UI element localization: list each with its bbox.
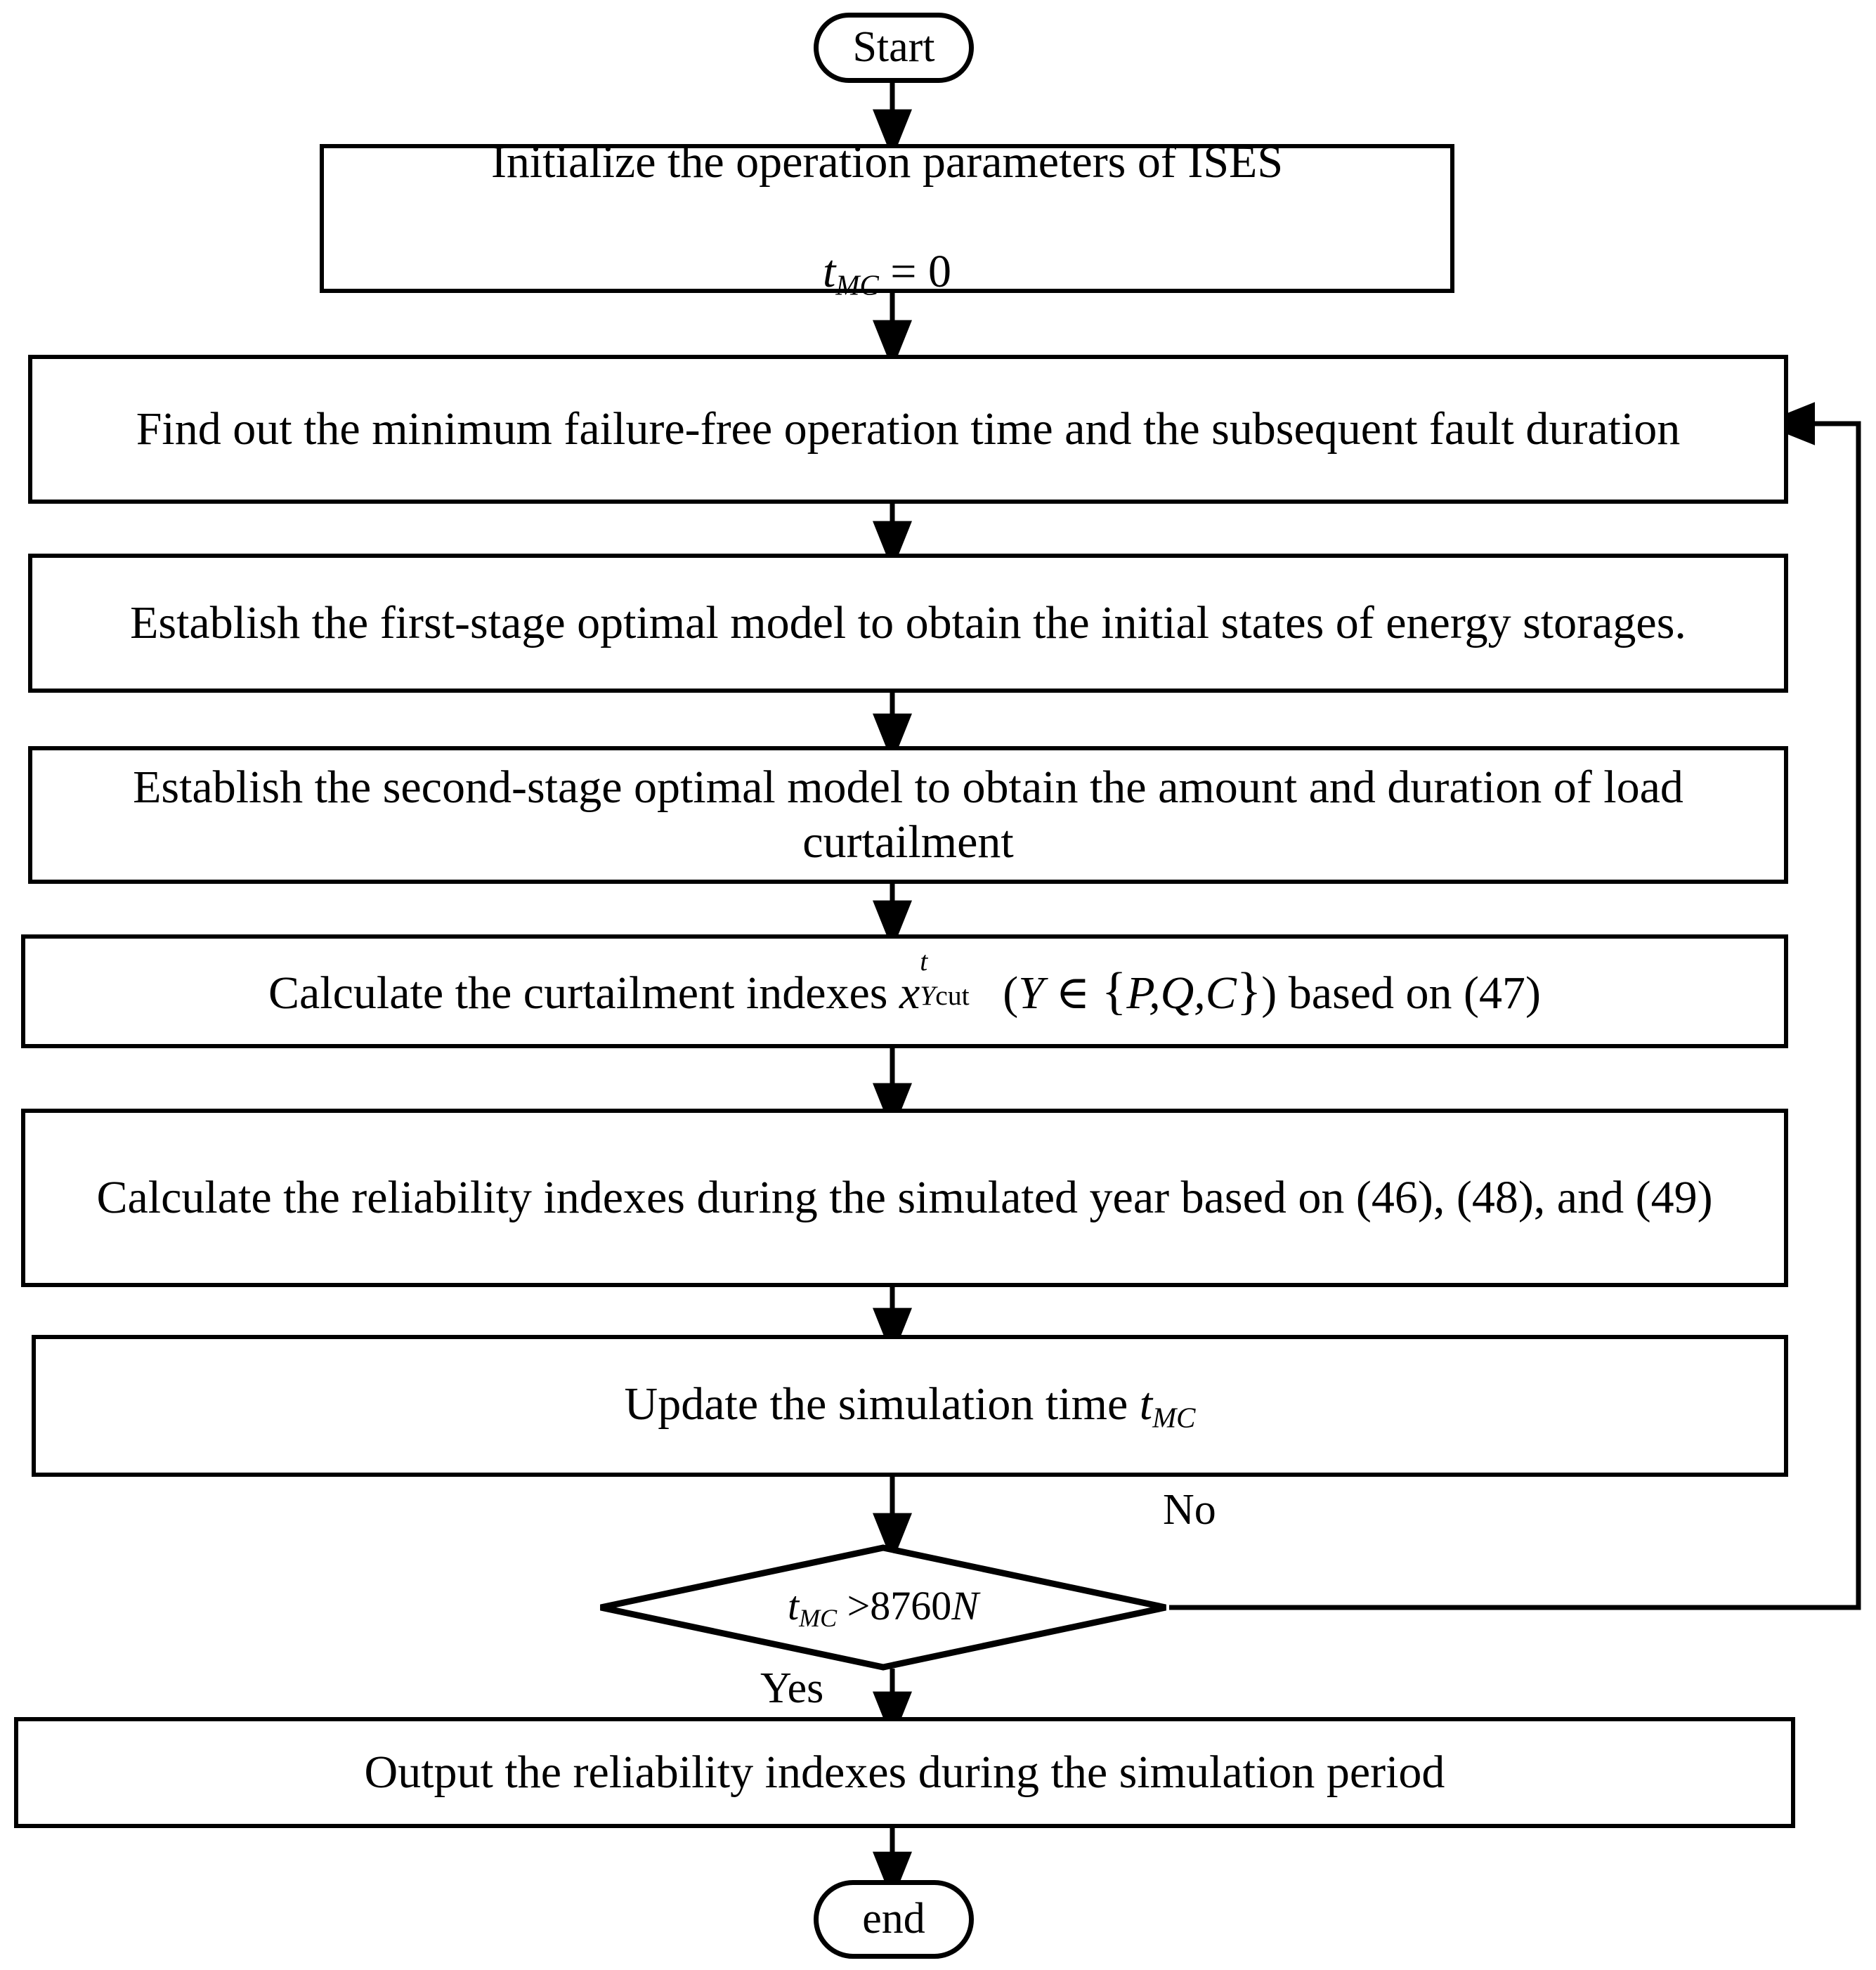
calculate-reliability-indexes-label: Calculate the reliability indexes during…	[96, 1172, 1713, 1224]
edge-label-yes: Yes	[760, 1664, 824, 1712]
update-prefix: Update the simulation time	[624, 1378, 1140, 1430]
decision-simulation-complete[interactable]: tMC >8760N	[597, 1544, 1169, 1671]
decision-expression: tMC >8760N	[788, 1582, 979, 1633]
curtailment-set-var: Y	[1018, 967, 1044, 1019]
start-label: Start	[852, 23, 935, 72]
establish-second-stage-model-label: Establish the second-stage optimal model…	[133, 762, 1683, 868]
curtailment-brace-close: }	[1236, 962, 1262, 1020]
initialize-line2: tMC = 0	[812, 190, 963, 303]
curtailment-var: x	[899, 967, 920, 1019]
calculate-reliability-indexes-box[interactable]: Calculate the reliability indexes during…	[21, 1109, 1788, 1287]
curtailment-subscript: Ycut	[920, 979, 969, 1012]
curtailment-paren-open: (	[1003, 967, 1019, 1019]
curtailment-member-symbol: ∈	[1043, 967, 1102, 1019]
curtailment-brace-open: {	[1101, 962, 1127, 1020]
curtailment-sub-upright: cut	[935, 979, 970, 1011]
output-reliability-indexes-box[interactable]: Output the reliability indexes during th…	[14, 1717, 1795, 1828]
end-label: end	[862, 1895, 925, 1943]
update-simulation-time-box[interactable]: Update the simulation time tMC	[32, 1335, 1788, 1477]
decision-sub: MC	[799, 1604, 838, 1633]
update-var: t	[1139, 1378, 1153, 1430]
decision-operator: >	[837, 1582, 871, 1629]
initialize-rest: = 0	[878, 245, 951, 297]
initialize-line1: Initialize the operation parameters of I…	[490, 136, 1284, 188]
end-terminator[interactable]: end	[814, 1880, 974, 1959]
curtailment-suffix: based on (47)	[1277, 967, 1542, 1019]
curtailment-superscript: t	[920, 945, 928, 977]
initialize-var: t	[823, 245, 836, 297]
update-sub: MC	[1152, 1402, 1196, 1434]
edge-label-no: No	[1163, 1486, 1216, 1534]
decision-condition-label: tMC >8760N	[597, 1544, 1169, 1671]
establish-first-stage-model-box[interactable]: Establish the first-stage optimal model …	[28, 554, 1788, 693]
decision-var2: N	[951, 1582, 979, 1629]
curtailment-prefix: Calculate the curtailment indexes	[268, 967, 899, 1019]
decision-diamond-shape	[600, 1544, 1166, 1671]
initialize-parameters-box[interactable]: Initialize the operation parameters of I…	[320, 136, 1454, 301]
decision-value: 8760	[870, 1582, 952, 1629]
establish-second-stage-model-box[interactable]: Establish the second-stage optimal model…	[28, 746, 1788, 884]
curtailment-paren-close: )	[1261, 967, 1277, 1019]
update-simulation-time-label: Update the simulation time tMC	[613, 1377, 1207, 1435]
curtailment-sub-italic: Y	[920, 979, 936, 1011]
find-minimum-failure-free-time-box[interactable]: Find out the minimum failure-free operat…	[28, 355, 1788, 504]
decision-var: t	[788, 1582, 800, 1629]
curtailment-set-items: P,Q,C	[1126, 967, 1237, 1019]
start-terminator[interactable]: Start	[814, 13, 974, 83]
initialize-sub: MC	[835, 268, 879, 301]
output-reliability-indexes-label: Output the reliability indexes during th…	[364, 1747, 1445, 1799]
find-minimum-failure-free-time-label: Find out the minimum failure-free operat…	[136, 403, 1681, 455]
establish-first-stage-model-label: Establish the first-stage optimal model …	[130, 597, 1686, 649]
